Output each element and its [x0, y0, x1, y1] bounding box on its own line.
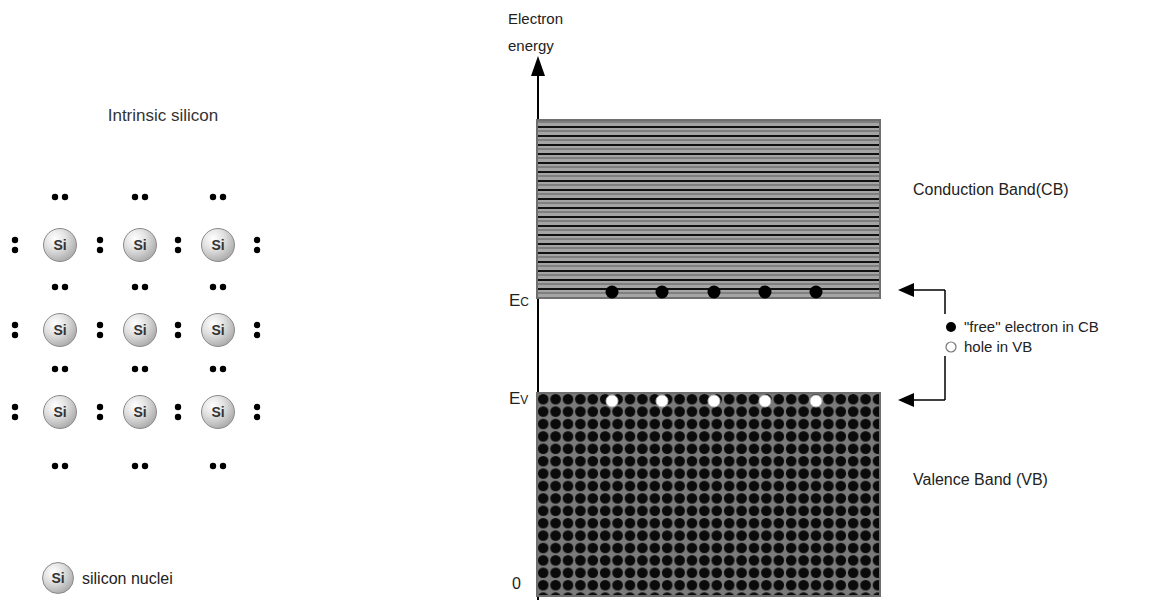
atom-symbol: Si — [53, 238, 66, 252]
electron-sample — [946, 322, 956, 332]
atom-symbol: Si — [211, 238, 224, 252]
silicon-nucleus: Si — [42, 562, 74, 594]
free-electrons — [606, 286, 823, 299]
arrowhead — [898, 393, 914, 407]
atom-symbol: Si — [211, 323, 224, 337]
atom-symbol: Si — [53, 323, 66, 337]
legend-text: silicon nuclei — [82, 569, 173, 588]
valence-electron-dots — [12, 194, 260, 469]
silicon-nucleus: Si — [123, 313, 157, 347]
energy-level: EV — [509, 389, 528, 409]
panel-heading: Intrinsic silicon — [108, 106, 219, 126]
atom-symbol: Si — [133, 405, 146, 419]
legend-text: hole in VB — [964, 338, 1032, 356]
silicon-nucleus: Si — [43, 395, 77, 429]
holes — [606, 395, 822, 407]
pointer-arrows — [912, 290, 945, 400]
silicon-nucleus: Si — [123, 395, 157, 429]
axis-origin: 0 — [512, 574, 521, 593]
atom-symbol: Si — [51, 571, 64, 585]
hole-sample — [946, 342, 956, 352]
atom-symbol: Si — [133, 323, 146, 337]
legend-text: "free" electron in CB — [964, 318, 1099, 336]
valence-band — [537, 393, 880, 596]
silicon-nucleus: Si — [201, 313, 235, 347]
energy-level: EC — [509, 291, 529, 311]
silicon-nucleus: Si — [43, 228, 77, 262]
band-name: Conduction Band(CB) — [913, 180, 1069, 199]
arrowhead — [898, 283, 914, 297]
atom-symbol: Si — [211, 405, 224, 419]
atom-symbol: Si — [133, 238, 146, 252]
conduction-band — [537, 120, 880, 298]
silicon-nucleus: Si — [201, 228, 235, 262]
silicon-nucleus: Si — [201, 395, 235, 429]
silicon-nucleus: Si — [43, 313, 77, 347]
axis-arrowhead — [531, 56, 545, 76]
silicon-nucleus: Si — [123, 228, 157, 262]
atom-symbol: Si — [53, 405, 66, 419]
band-name: Valence Band (VB) — [913, 470, 1048, 489]
axis-title: Electron energy — [508, 5, 574, 59]
